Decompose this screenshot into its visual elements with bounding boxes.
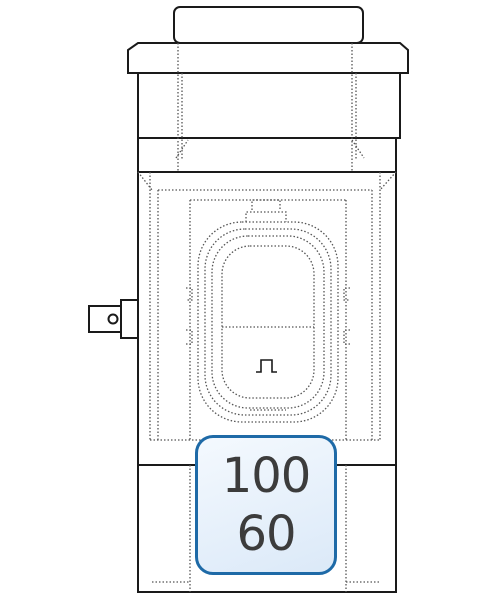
inner-diameter-value: 60 bbox=[236, 506, 296, 562]
hidden-lines bbox=[137, 43, 397, 592]
bayonet-window bbox=[186, 199, 350, 423]
diameter-badge: 100 60 bbox=[195, 435, 337, 575]
top-cap bbox=[127, 6, 409, 74]
flue-symbol-icon bbox=[256, 359, 277, 373]
test-port bbox=[88, 299, 139, 339]
outer-diameter-value: 100 bbox=[221, 448, 312, 504]
collar bbox=[137, 72, 401, 139]
